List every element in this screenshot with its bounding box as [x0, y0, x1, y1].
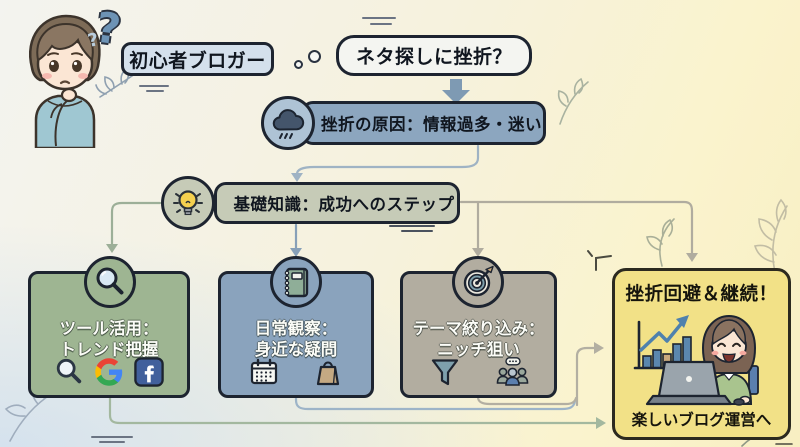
- result-subtitle: 楽しいブログ運営へ: [631, 411, 772, 429]
- lightbulb-icon: [173, 190, 203, 216]
- leaf-doodle-right-of-cause: [557, 77, 589, 125]
- knowledge-badge: [161, 176, 215, 230]
- tools-icon-row: [31, 357, 187, 387]
- connector-knowledge-to-daily: [290, 223, 302, 257]
- calendar-icon: [249, 357, 279, 387]
- connector-knowledge-to-theme-and-result: [459, 200, 698, 262]
- happy-blogger-girl-illustration: [621, 310, 783, 412]
- tools-badge: [84, 256, 136, 308]
- growth-chart-icon: [633, 315, 696, 370]
- thought-bubble-dot-small: [294, 60, 303, 69]
- connector-daily-to-result: [294, 394, 577, 411]
- laptop-icon: [645, 360, 745, 406]
- strategy-card-tools-title: ツール活用： トレンド把握: [59, 319, 159, 359]
- theme-icon-row: [403, 357, 554, 387]
- strategy-card-theme-title: テーマ絞り込み： ニッチ狙い: [412, 319, 545, 359]
- daily-icon-row: [221, 357, 371, 387]
- theme-badge: [452, 256, 504, 308]
- notebook-icon: [284, 267, 309, 298]
- leaf-doodle-above-result: [646, 218, 675, 267]
- shopping-bag-icon: [313, 357, 343, 387]
- connector-tools-to-result: [108, 395, 606, 429]
- boy-hand: [60, 87, 78, 103]
- cause-badge: [261, 96, 315, 150]
- thought-bubble-dot-large: [308, 50, 321, 63]
- dash-doodle-under-beginner: [139, 85, 169, 92]
- connector-knowledge-to-tools: [106, 201, 162, 253]
- connector-cause-to-knowledge: [291, 144, 480, 182]
- magnifier-icon: [96, 267, 124, 295]
- blogger-girl: [701, 314, 759, 405]
- dash-doodle-bottom-left: [91, 436, 133, 443]
- thought-bubble-label: ネタ探しに挫折？: [336, 35, 532, 76]
- magnifier-icon: [54, 357, 84, 387]
- audience-icon: [495, 357, 529, 387]
- strategy-card-daily-title: 日常観察： 身近な疑問: [254, 319, 338, 359]
- corner-accent-result: [587, 250, 612, 271]
- arrow-thought-to-cause: [442, 79, 470, 104]
- facebook-icon: [134, 357, 164, 387]
- dash-doodle-under-knowledge: [389, 225, 435, 232]
- cause-node: 挫折の原因：情報過多・迷い: [301, 101, 546, 145]
- thinking-boy-illustration: [14, 8, 114, 148]
- strategy-card-daily: 日常観察： 身近な疑問: [218, 271, 374, 398]
- rain-cloud-icon: [272, 109, 305, 139]
- google-icon: [94, 357, 124, 387]
- daily-badge: [270, 256, 322, 308]
- target-icon: [463, 265, 494, 297]
- result-title: 挫折回避＆継続！: [625, 284, 778, 305]
- result-node: 挫折回避＆継続！: [612, 268, 791, 440]
- knowledge-node: 基礎知識：成功へのステップ: [214, 182, 460, 224]
- beginner-blogger-label: 初心者ブロガー: [121, 42, 274, 76]
- funnel-icon: [429, 357, 461, 387]
- dash-doodle-above-thought: [362, 17, 396, 25]
- connector-theme-to-result: [476, 342, 604, 407]
- boy-bangs: [36, 22, 94, 63]
